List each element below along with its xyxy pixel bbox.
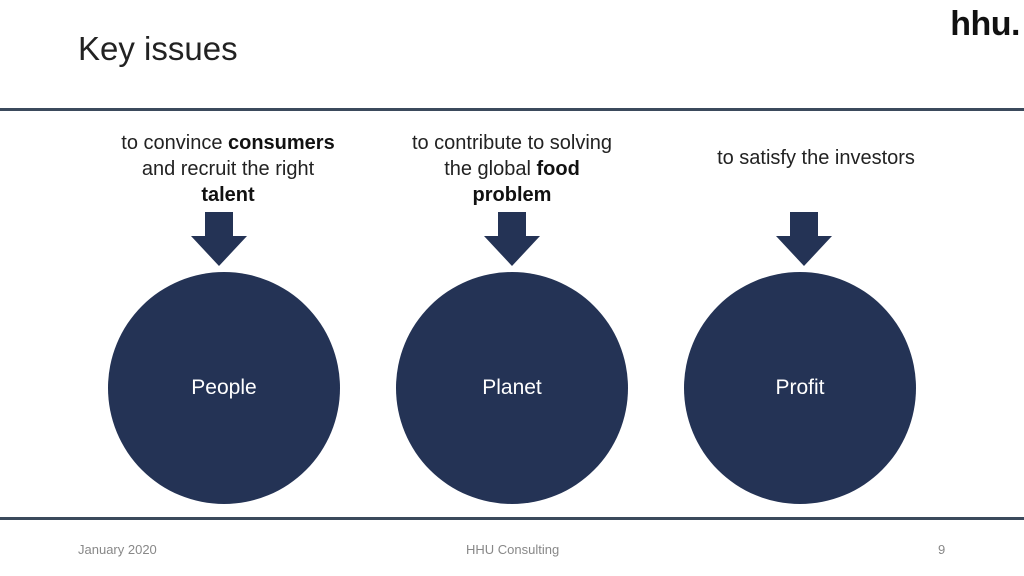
circle-profit: Profit — [684, 272, 916, 504]
caption-profit: to satisfy the investors — [686, 145, 946, 171]
footer-date: January 2020 — [78, 542, 157, 557]
caption-text: to satisfy the investors — [717, 147, 915, 169]
circle-label: People — [191, 376, 257, 399]
caption-bold-text: consumers — [228, 132, 335, 154]
caption-text: the global — [444, 158, 537, 180]
footer-page-number: 9 — [938, 542, 946, 557]
circle-planet: Planet — [396, 272, 628, 504]
page-title: Key issues — [78, 30, 238, 67]
caption-text: and recruit the right — [141, 158, 315, 180]
caption-bold-text: talent — [201, 184, 255, 206]
circle-people: People — [108, 272, 340, 504]
down-arrow-icon — [776, 212, 832, 266]
caption-people: to convince consumers and recruit the ri… — [98, 130, 358, 208]
top-divider — [0, 108, 1024, 111]
down-arrow-icon — [191, 212, 247, 266]
circle-label: Planet — [482, 376, 542, 399]
footer-company: HHU Consulting — [466, 542, 560, 557]
caption-bold-text: problem — [472, 184, 552, 206]
down-arrow-icon — [484, 212, 540, 266]
caption-bold-text: food — [536, 158, 580, 180]
caption-planet: to contribute to solving the global food… — [382, 130, 642, 208]
logo: hhu. — [950, 5, 1020, 43]
circle-label: Profit — [775, 376, 825, 399]
caption-text: to convince — [121, 132, 228, 154]
bottom-divider — [0, 517, 1024, 520]
caption-text: to contribute to solving — [411, 132, 613, 154]
